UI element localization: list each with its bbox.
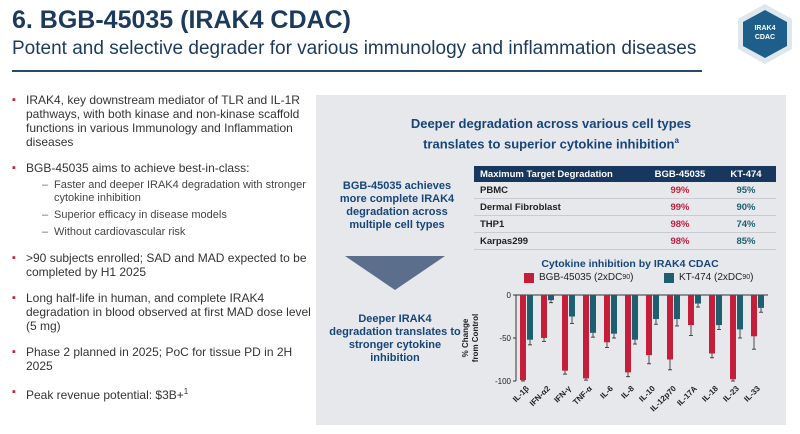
bar-bgb (583, 295, 589, 379)
bar-bgb (604, 295, 610, 343)
bgb-value: 98% (644, 232, 716, 250)
bar-bgb (625, 295, 631, 373)
x-tick-label: IL-33 (742, 384, 762, 404)
bar-bgb (667, 295, 673, 360)
cell-type: PBMC (474, 182, 644, 199)
sub-bullet-degradation: Faster and deeper IRAK4 degradation with… (26, 179, 312, 205)
bar-bgb (730, 295, 736, 380)
kt-value: 95% (716, 182, 776, 199)
table-header-kt: KT-474 (716, 166, 776, 182)
bar-bgb (541, 295, 547, 338)
bullet-phase2: Phase 2 planned in 2025; PoC for tissue … (12, 345, 312, 373)
bar-bgb (709, 295, 715, 354)
bar-kt (527, 295, 533, 340)
x-tick-label: IL-18 (700, 384, 720, 404)
bullet-irak4: IRAK4, key downstream mediator of TLR an… (12, 93, 312, 149)
bgb-value: 98% (644, 215, 716, 233)
bar-bgb (646, 295, 652, 356)
bar-kt (674, 295, 680, 320)
bullet-enrollment: >90 subjects enrolled; SAD and MAD expec… (12, 251, 312, 279)
y-tick-label: -50 (499, 334, 511, 343)
bar-kt (611, 295, 617, 334)
callout-cytokine: Deeper IRAK4 degradation translates to s… (329, 313, 461, 364)
bar-bgb (520, 295, 526, 381)
sub-bullet-efficacy: Superior efficacy in disease models (26, 209, 312, 222)
x-tick-label: TNF-α (571, 384, 594, 407)
peak-revenue-text: Peak revenue potential: $3B+ (26, 388, 184, 402)
y-axis-label: % Changefrom Control (461, 314, 480, 362)
bgb-value: 99% (644, 182, 716, 199)
sub-bullet-cardio: Without cardiovascular risk (26, 226, 312, 239)
table-header-row: Maximum Target Degradation BGB-45035 KT-… (474, 166, 776, 182)
bar-kt (548, 295, 554, 301)
bar-bgb (751, 295, 757, 337)
bar-kt (653, 295, 659, 320)
kt-value: 74% (716, 215, 776, 233)
bullet-best-in-class: BGB-45035 aims to achieve best-in-class:… (12, 161, 312, 239)
x-tick-label: IL-23 (721, 384, 741, 404)
bar-kt (716, 295, 722, 326)
bullet-best-in-class-label: BGB-45035 aims to achieve best-in-class: (26, 161, 250, 175)
page-subtitle: Potent and selective degrader for variou… (12, 38, 697, 59)
cell-type: Dermal Fibroblast (474, 198, 644, 216)
legend-swatch-bgb (524, 272, 534, 283)
irak4-cdac-badge-icon (738, 4, 792, 64)
bar-kt (737, 295, 743, 330)
bullet-peak-revenue: Peak revenue potential: $3B+1 (12, 385, 312, 402)
y-tick-label: 0 (507, 291, 512, 300)
x-tick-label: IL-8 (619, 384, 636, 401)
bullet-list: IRAK4, key downstream mediator of TLR an… (12, 93, 312, 414)
title-divider (12, 70, 702, 72)
kt-value: 85% (716, 232, 776, 250)
bar-kt (590, 295, 596, 333)
cell-type: Karpas299 (474, 232, 644, 250)
bgb-value: 99% (644, 198, 716, 216)
panel-heading: Deeper degradation across various cell t… (410, 116, 692, 152)
page-title: 6. BGB-45035 (IRAK4 CDAC) (12, 6, 351, 34)
legend-label-kt: KT-474 (2xDC (679, 272, 743, 283)
badge-label: IRAK4 CDAC (754, 25, 776, 41)
table-header-cell-type: Maximum Target Degradation (474, 166, 644, 182)
callout-degradation: BGB-45035 achieves more complete IRAK4 d… (339, 180, 455, 231)
bar-bgb (562, 295, 568, 371)
degradation-table: Maximum Target Degradation BGB-45035 KT-… (474, 166, 776, 250)
bullet-half-life: Long half-life in human, and complete IR… (12, 291, 312, 333)
down-arrow-icon (345, 256, 445, 290)
bar-kt (758, 295, 764, 308)
x-tick-label: IL-17A (675, 384, 699, 408)
kt-value: 90% (716, 198, 776, 216)
legend-swatch-kt (664, 272, 674, 283)
bar-bgb (688, 295, 694, 326)
x-tick-label: IL-6 (598, 384, 615, 401)
x-tick-label: IFN-α2 (528, 384, 552, 408)
legend-label-bgb: BGB-45035 (2xDC (539, 272, 623, 283)
x-tick-label: IFN-γ (552, 384, 573, 405)
chart-title: Cytokine inhibition by IRAK4 CDAC (541, 258, 719, 270)
table-header-bgb: BGB-45035 (644, 166, 716, 182)
peak-revenue-footnote: 1 (183, 387, 189, 396)
bar-kt (695, 295, 701, 304)
y-tick-label: -100 (495, 377, 512, 386)
bar-kt (632, 295, 638, 340)
bar-kt (569, 295, 575, 317)
cell-type: THP1 (474, 215, 644, 233)
